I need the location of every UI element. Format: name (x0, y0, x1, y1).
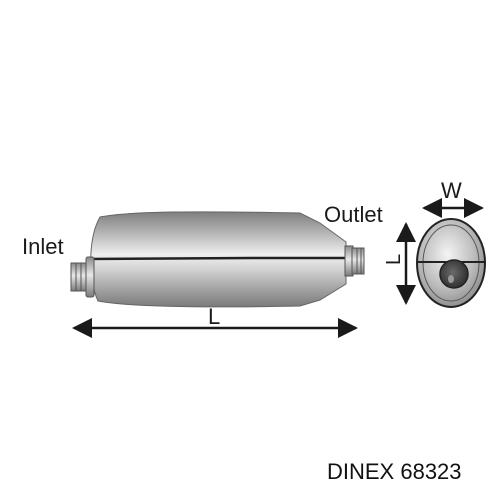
muffler-body (85, 211, 347, 308)
width-label: W (441, 178, 462, 203)
inlet-label: Inlet (22, 234, 64, 259)
inlet-pipe (70, 256, 95, 298)
outlet-label: Outlet (324, 202, 383, 227)
length-label: L (208, 304, 221, 329)
part-number-caption: DINEX 68323 (327, 459, 462, 484)
height-label: L (383, 253, 405, 265)
end-view (416, 218, 486, 308)
outlet-pipe (344, 245, 365, 277)
